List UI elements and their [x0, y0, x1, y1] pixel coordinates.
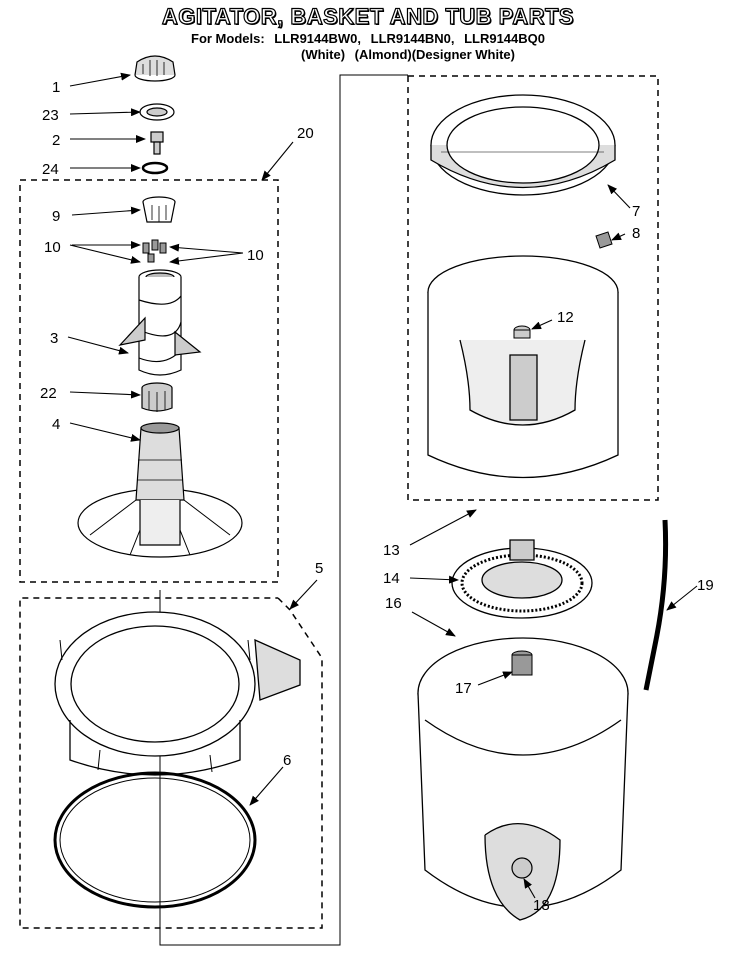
part-10-dogs [142, 239, 167, 263]
callout-16: 16 [385, 595, 402, 612]
part-24-washer [141, 161, 169, 175]
callout-18: 18 [533, 897, 550, 914]
callout-10-left: 10 [44, 239, 61, 256]
callout-14: 14 [383, 570, 400, 587]
callout-7: 7 [632, 203, 640, 220]
part-3-auger [118, 269, 202, 376]
part-14-brake [451, 539, 593, 619]
part-basket [427, 255, 619, 479]
colors-line: (White) (Almond)(Designer White) [0, 47, 736, 62]
callout-23: 23 [42, 107, 59, 124]
color-white: (White) [301, 47, 346, 62]
part-1-cap [134, 55, 176, 82]
part-17-seal [511, 650, 533, 676]
model-number: LLR9144BN0, [370, 31, 455, 46]
part-4-agitator-base [77, 422, 243, 558]
color-almond-designer-white: (Almond)(Designer White) [354, 47, 515, 62]
callout-13: 13 [383, 542, 400, 559]
callout-10-right: 10 [247, 247, 264, 264]
model-number: LLR9144BW0, [274, 31, 361, 46]
callout-1: 1 [52, 79, 60, 96]
part-12-nut [513, 325, 531, 339]
group-box-agitator [19, 179, 279, 583]
leader-lines [67, 72, 698, 899]
group-box-basket [407, 75, 659, 501]
part-23-clip [139, 103, 175, 121]
callout-19: 19 [697, 577, 714, 594]
callout-labels: 1 23 2 24 20 9 10 10 3 22 4 5 6 7 8 12 1… [40, 79, 714, 914]
part-6-gasket [53, 771, 257, 909]
part-8-bracket [595, 231, 613, 249]
models-line: For Models: LLR9144BW0, LLR9144BN0, LLR9… [0, 31, 736, 46]
callout-12: 12 [557, 309, 574, 326]
callout-2: 2 [52, 132, 60, 149]
callout-6: 6 [283, 752, 291, 769]
part-2-bolt [150, 131, 164, 155]
part-19-hose [643, 519, 669, 691]
part-18-fitting [511, 857, 533, 879]
part-9-cam [142, 196, 176, 223]
assembly-line [159, 74, 408, 946]
models-prefix: For Models: [191, 31, 265, 46]
callout-8: 8 [632, 225, 640, 242]
model-number: LLR9144BQ0 [464, 31, 545, 46]
part-7-balance-ring [430, 94, 616, 196]
callout-24: 24 [42, 161, 59, 178]
part-22-coupling [141, 382, 173, 412]
callout-22: 22 [40, 385, 57, 402]
callout-3: 3 [50, 330, 58, 347]
callout-4: 4 [52, 416, 60, 433]
group-box-ring [19, 597, 323, 929]
callout-17: 17 [455, 680, 472, 697]
callout-5: 5 [315, 560, 323, 577]
page-title: AGITATOR, BASKET AND TUB PARTS [161, 3, 575, 29]
callout-20: 20 [297, 125, 314, 142]
callout-9: 9 [52, 208, 60, 225]
part-5-tub-ring [54, 611, 301, 776]
